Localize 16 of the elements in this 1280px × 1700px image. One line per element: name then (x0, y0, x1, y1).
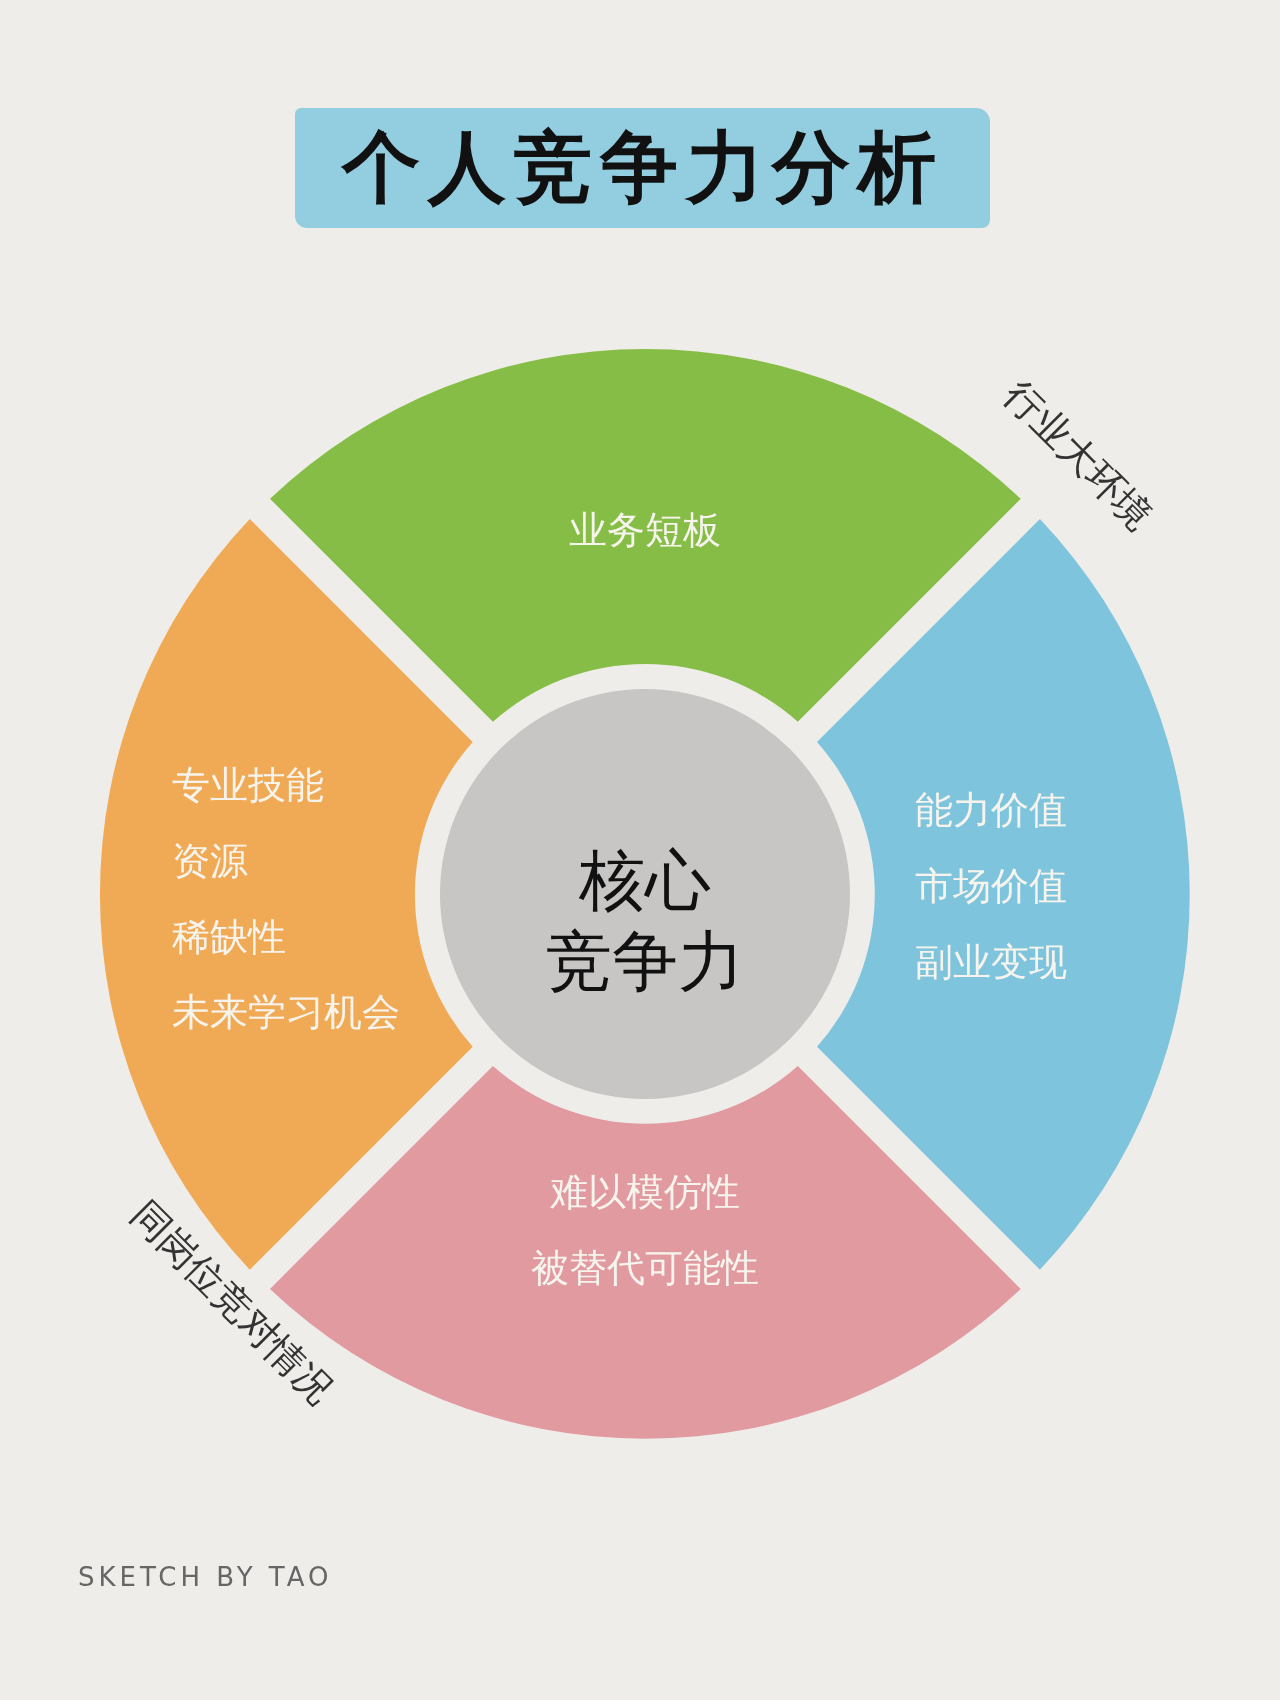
item-label: 被替代可能性 (531, 1247, 759, 1290)
item-label: 资源 (172, 840, 248, 883)
signature-text: SKETCH BY TAO (78, 1562, 333, 1592)
side-label: 同岗位竞对情况 (121, 1191, 343, 1414)
item-label: 副业变现 (915, 941, 1067, 984)
item-label: 业务短板 (569, 510, 721, 552)
item-label: 稀缺性 (172, 916, 286, 959)
item-label: 能力价值 (915, 790, 1067, 832)
core-label: 竞争力 (546, 925, 744, 999)
item-label: 难以模仿性 (550, 1172, 740, 1214)
item-label: 未来学习机会 (172, 992, 400, 1035)
item-label: 市场价值 (915, 865, 1067, 908)
side-label: 行业大环境 (994, 370, 1163, 540)
title-banner: 个人竞争力分析 (295, 108, 990, 228)
core-label: 核心 (579, 845, 711, 918)
item-label: 专业技能 (172, 765, 324, 807)
